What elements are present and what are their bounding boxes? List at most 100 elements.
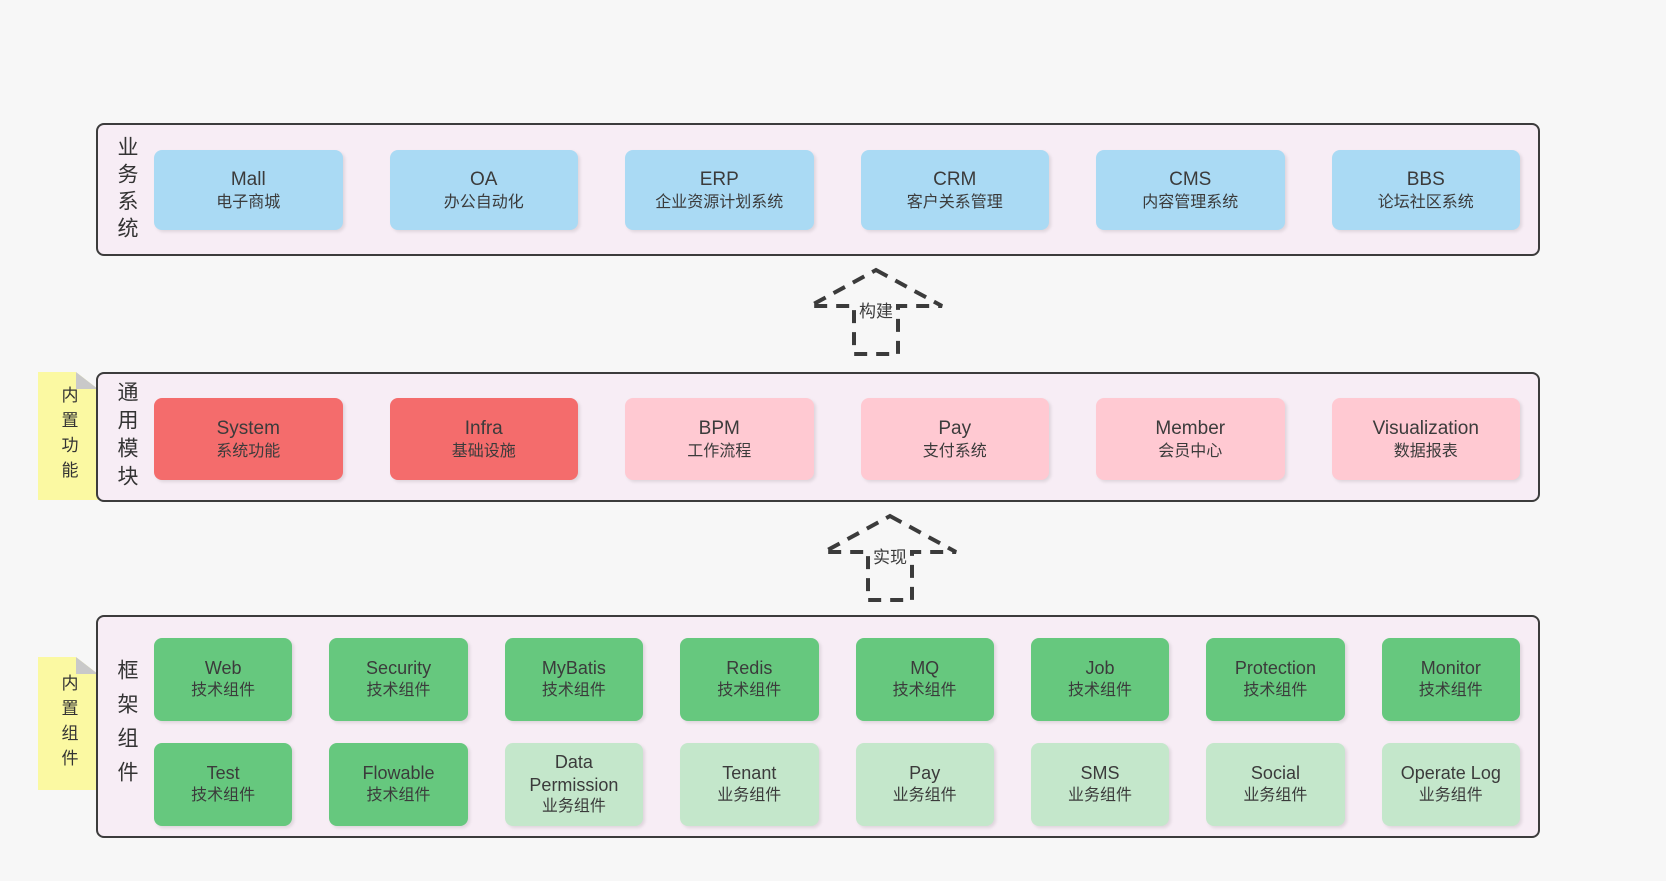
module-name: CRM [933, 168, 977, 190]
module-box-infra: Infra 基础设施 [389, 398, 578, 480]
module-subtitle: 支付系统 [922, 442, 987, 460]
module-box-member: Member 会员中心 [1096, 398, 1285, 480]
module-name: BPM [698, 417, 740, 439]
module-name: ERP [699, 168, 739, 190]
module-box-pay: Pay 支付系统 [860, 398, 1049, 480]
business-systems-panel: 业务系统 Mall 电子商城 OA 办公自动化 ERP 企业资源计划系统 CRM 客户关系管理… [96, 123, 1540, 256]
module-name: OA [470, 168, 498, 190]
implement-arrow: 实现 [820, 512, 960, 604]
business-systems-rows: Mall 电子商城 OA 办公自动化 ERP 企业资源计划系统 CRM 客户关系管理 CMS 内容… [154, 150, 1520, 230]
module-box-data-permission: Data Permission 业务组件 [504, 743, 644, 826]
common-modules-panel: 通用模块 System 系统功能 Infra 基础设施 BPM 工作流程 Pay 支付系统 Me… [96, 372, 1540, 502]
module-name: Monitor [1420, 658, 1481, 679]
module-box-redis: Redis 技术组件 [680, 638, 819, 721]
module-subtitle: 技术组件 [1243, 681, 1308, 699]
builtin-features-note: 内置功能 [38, 372, 98, 500]
module-subtitle: 技术组件 [366, 786, 431, 804]
module-subtitle: 技术组件 [191, 681, 256, 699]
box-row: System 系统功能 Infra 基础设施 BPM 工作流程 Pay 支付系统 Member 会… [154, 398, 1520, 480]
module-subtitle: 数据报表 [1393, 442, 1458, 460]
module-name: Visualization [1372, 417, 1479, 439]
module-subtitle: 基础设施 [451, 442, 516, 460]
module-subtitle: 客户关系管理 [906, 193, 1003, 211]
common-modules-label: 通用模块 [115, 381, 138, 493]
module-subtitle: 技术组件 [191, 786, 256, 804]
module-box-sms: SMS 业务组件 [1030, 743, 1170, 826]
module-subtitle: 技术组件 [717, 681, 782, 699]
module-subtitle: 业务组件 [1243, 786, 1308, 804]
module-subtitle: 业务组件 [541, 798, 606, 816]
module-box-crm: CRM 客户关系管理 [860, 150, 1049, 230]
module-subtitle: 工作流程 [687, 442, 752, 460]
module-name: Flowable [362, 763, 435, 784]
module-box-mq: MQ 技术组件 [855, 638, 994, 721]
module-subtitle: 业务组件 [717, 786, 782, 804]
module-name: Job [1085, 658, 1115, 679]
module-subtitle: 内容管理系统 [1142, 193, 1239, 211]
module-name: Data Permission [529, 752, 619, 795]
module-box-system: System 系统功能 [154, 398, 343, 480]
module-box-test: Test 技术组件 [154, 743, 293, 826]
business-systems-label: 业务系统 [115, 135, 138, 244]
module-subtitle: 会员中心 [1158, 442, 1223, 460]
module-box-protection: Protection 技术组件 [1206, 638, 1345, 721]
module-box-mybatis: MyBatis 技术组件 [504, 638, 644, 721]
box-row: Mall 电子商城 OA 办公自动化 ERP 企业资源计划系统 CRM 客户关系管理 CMS 内容… [154, 150, 1520, 230]
module-subtitle: 技术组件 [892, 681, 957, 699]
module-name: SMS [1080, 763, 1120, 784]
module-name: Social [1250, 763, 1300, 784]
module-name: Protection [1234, 658, 1316, 679]
module-name: Redis [726, 658, 773, 679]
dashed-up-arrow-icon [809, 267, 943, 356]
module-name: Infra [464, 417, 503, 439]
module-box-cms: CMS 内容管理系统 [1096, 150, 1285, 230]
module-subtitle: 业务组件 [1068, 786, 1133, 804]
module-box-oa: OA 办公自动化 [389, 150, 578, 230]
module-box-erp: ERP 企业资源计划系统 [625, 150, 814, 230]
implement-arrow-label: 实现 [870, 542, 910, 569]
module-name: CMS [1169, 168, 1212, 190]
module-subtitle: 技术组件 [1418, 681, 1483, 699]
module-box-operate-log: Operate Log 业务组件 [1381, 743, 1520, 826]
module-subtitle: 办公自动化 [443, 193, 524, 211]
module-box-flowable: Flowable 技术组件 [329, 743, 468, 826]
module-box-social: Social 业务组件 [1206, 743, 1345, 826]
module-name: MQ [910, 658, 940, 679]
module-subtitle: 业务组件 [892, 786, 957, 804]
builtin-components-note: 内置组件 [38, 657, 98, 790]
module-box-visualization: Visualization 数据报表 [1331, 398, 1520, 480]
build-arrow-label: 构建 [856, 296, 896, 323]
module-subtitle: 电子商城 [216, 193, 281, 211]
module-name: Pay [938, 417, 972, 439]
module-subtitle: 技术组件 [1068, 681, 1133, 699]
module-name: BBS [1406, 168, 1445, 190]
module-subtitle: 系统功能 [216, 442, 281, 460]
module-name: Test [206, 763, 240, 784]
module-name: System [216, 417, 280, 439]
module-subtitle: 企业资源计划系统 [655, 193, 784, 211]
module-name: Operate Log [1400, 763, 1501, 784]
module-subtitle: 业务组件 [1418, 786, 1483, 804]
module-box-security: Security 技术组件 [329, 638, 468, 721]
build-arrow: 构建 [806, 266, 946, 358]
module-box-bpm: BPM 工作流程 [625, 398, 814, 480]
module-box-web: Web 技术组件 [154, 638, 293, 721]
module-box-job: Job 技术组件 [1030, 638, 1170, 721]
module-name: Security [366, 658, 432, 679]
module-name: Mall [230, 168, 266, 190]
module-subtitle: 技术组件 [541, 681, 606, 699]
module-subtitle: 技术组件 [366, 681, 431, 699]
framework-components-label: 框架组件 [115, 658, 138, 795]
module-name: Web [204, 658, 242, 679]
module-name: Member [1155, 417, 1226, 439]
common-modules-rows: System 系统功能 Infra 基础设施 BPM 工作流程 Pay 支付系统 Member 会… [154, 398, 1520, 480]
module-name: MyBatis [541, 658, 606, 679]
module-box-mall: Mall 电子商城 [154, 150, 343, 230]
dashed-up-arrow-icon [823, 513, 957, 602]
module-name: Tenant [722, 763, 777, 784]
